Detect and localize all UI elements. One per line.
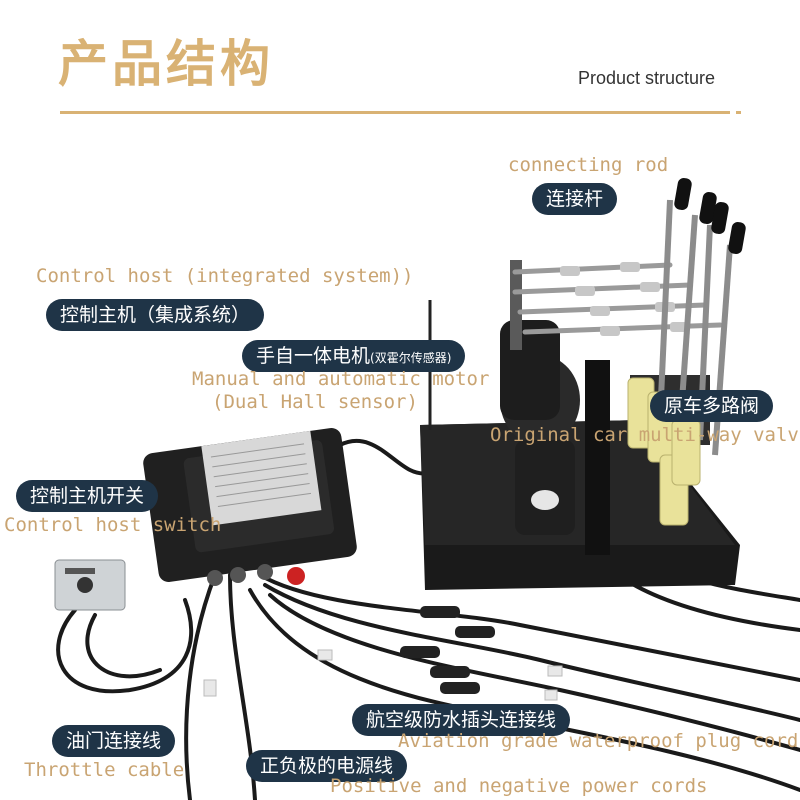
plug-cn-label: 航空级防水插头连接线 <box>352 704 571 736</box>
motor-en-label-line1: Manual and automatic motor <box>192 368 490 390</box>
plug-en-label: Aviation grade waterproof plug cord <box>398 730 799 752</box>
switch-cn-label: 控制主机开关 <box>16 480 159 512</box>
power-en-label: Positive and negative power cords <box>330 775 708 797</box>
page-title: 产品结构 <box>58 35 274 93</box>
control-host-cn-label: 控制主机（集成系统） <box>46 299 265 331</box>
power-cn-label: 正负极的电源线 <box>246 750 408 782</box>
throttle-en-label: Throttle cable <box>24 759 185 781</box>
title-divider <box>60 111 730 114</box>
valve-cn-label: 原车多路阀 <box>650 390 774 422</box>
valve-en-label: Original car multi-way valve <box>490 424 800 446</box>
connecting-rod-en-label: connecting rod <box>508 154 669 176</box>
page-subtitle: Product structure <box>578 68 716 88</box>
connecting-rod-cn-label: 连接杆 <box>532 183 618 215</box>
control-host-en-label: Control host (integrated system)) <box>36 265 414 287</box>
motor-en-label-line2: (Dual Hall sensor) <box>212 391 418 413</box>
switch-en-label: Control host switch <box>4 514 222 536</box>
title-divider-dot <box>736 111 741 114</box>
motor-cn-small-text: (双霍尔传感器) <box>370 351 452 365</box>
motor-cn-label: 手自一体电机(双霍尔传感器) <box>242 340 466 372</box>
throttle-cn-label: 油门连接线 <box>52 725 176 757</box>
motor-cn-text: 手自一体电机 <box>256 345 371 367</box>
